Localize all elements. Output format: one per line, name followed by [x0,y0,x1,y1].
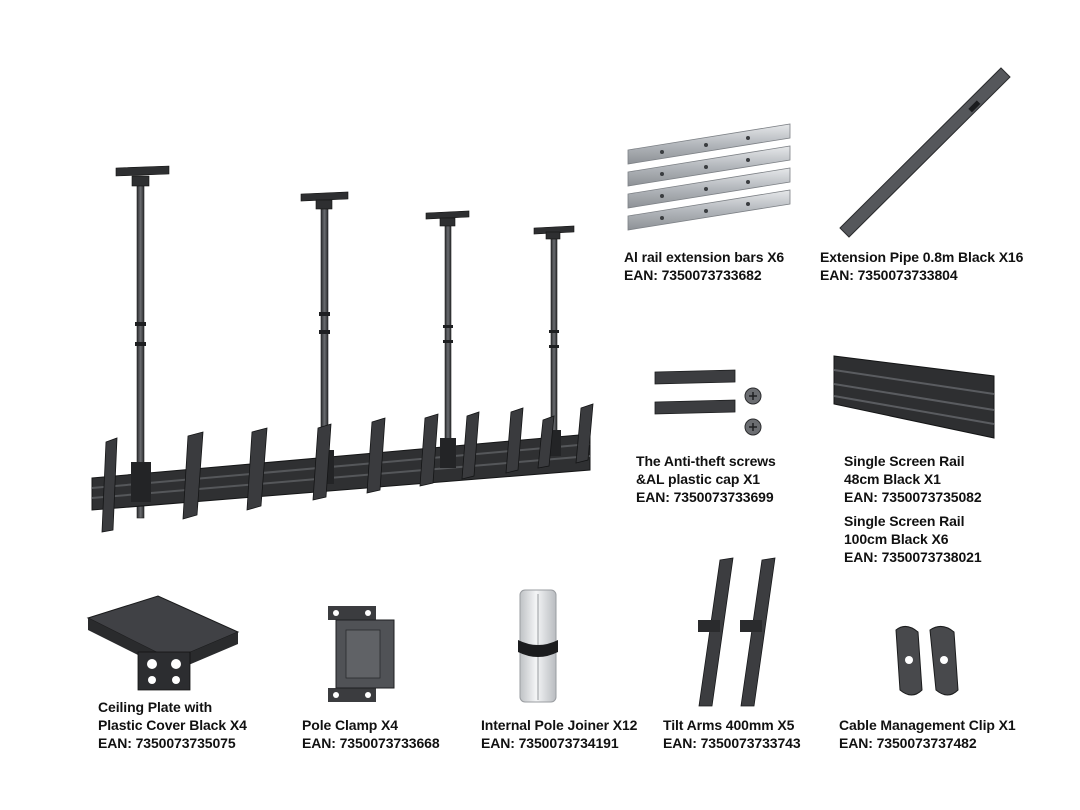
caption-rail-bars-name: Al rail extension bars X6 [624,249,785,265]
caption-tilt-arms-ean: EAN: 7350073733743 [663,735,801,751]
caption-pole-clamp-ean: EAN: 7350073733668 [302,735,440,751]
caption-cable-clip-name: Cable Management Clip X1 [839,717,1016,733]
caption-pole-clamp-name: Pole Clamp X4 [302,717,398,733]
caption-tilt-arms: Tilt Arms 400mm X5 EAN: 7350073733743 [663,716,801,752]
caption-rail-bars-ean: EAN: 7350073733682 [624,267,762,283]
caption-anti-theft-name-2: &AL plastic cap X1 [636,471,760,487]
al-rail-extension-bars-illustration [627,123,791,231]
caption-ceiling-plate-name-1: Ceiling Plate with [98,699,213,715]
pole-clamp-illustration [328,606,395,702]
caption-extension-pipe: Extension Pipe 0.8m Black X16 EAN: 73500… [820,248,1023,284]
caption-rail-100-name-2: 100cm Black X6 [844,531,949,547]
ceiling-plate-illustration [86,595,240,691]
caption-pole-joiner-name: Internal Pole Joiner X12 [481,717,638,733]
caption-anti-theft-ean: EAN: 7350073733699 [636,489,774,505]
caption-rail-48-ean: EAN: 7350073735082 [844,489,982,505]
caption-rail-48-name-2: 48cm Black X1 [844,471,941,487]
caption-ceiling-plate-name-2: Plastic Cover Black X4 [98,717,247,733]
caption-extension-pipe-name: Extension Pipe 0.8m Black X16 [820,249,1024,265]
cable-management-clip-illustration [895,626,959,696]
internal-pole-joiner-illustration [518,589,558,703]
extension-pipe-illustration [839,67,1011,238]
caption-extension-pipe-ean: EAN: 7350073733804 [820,267,958,283]
caption-ceiling-plate-ean: EAN: 7350073735075 [98,735,236,751]
ceiling-mount-assembly-illustration [91,165,594,533]
caption-rail-bars: Al rail extension bars X6 EAN: 735007373… [624,248,784,284]
caption-rail-48-name-1: Single Screen Rail [844,453,965,469]
caption-pole-joiner-ean: EAN: 7350073734191 [481,735,619,751]
anti-theft-screws-illustration [654,369,762,436]
caption-single-screen-rail: Single Screen Rail 48cm Black X1 EAN: 73… [844,452,982,566]
tilt-arms-illustration [698,557,776,707]
caption-cable-clip-ean: EAN: 7350073737482 [839,735,977,751]
caption-rail-100-ean: EAN: 7350073738021 [844,549,982,565]
caption-anti-theft-name-1: The Anti-theft screws [636,453,776,469]
caption-ceiling-plate: Ceiling Plate with Plastic Cover Black X… [98,698,247,752]
caption-tilt-arms-name: Tilt Arms 400mm X5 [663,717,795,733]
caption-cable-clip: Cable Management Clip X1 EAN: 7350073737… [839,716,1016,752]
caption-rail-100-name-1: Single Screen Rail [844,513,965,529]
caption-pole-clamp: Pole Clamp X4 EAN: 7350073733668 [302,716,440,752]
single-screen-rail-illustration [833,355,995,439]
caption-anti-theft: The Anti-theft screws &AL plastic cap X1… [636,452,776,506]
caption-pole-joiner: Internal Pole Joiner X12 EAN: 7350073734… [481,716,637,752]
